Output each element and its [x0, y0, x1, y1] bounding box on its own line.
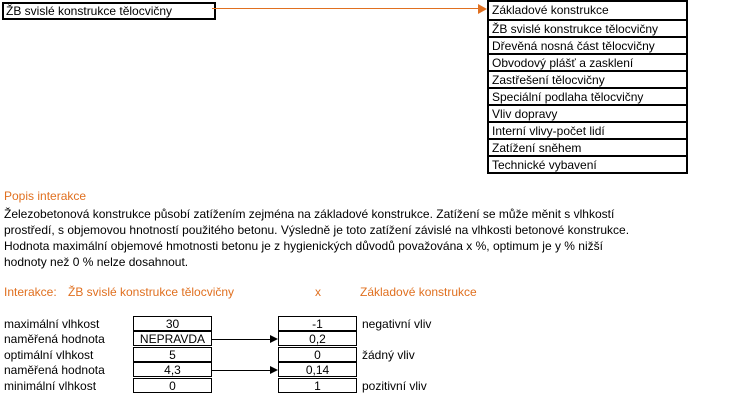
- list-item[interactable]: Speciální podlaha tělocvičny: [489, 87, 686, 104]
- connector-arrow-icon: [270, 335, 278, 343]
- description-line: prostředí, s objemovou hnotností použité…: [4, 223, 630, 237]
- list-item[interactable]: Zastřešení tělocvičny: [489, 70, 686, 87]
- list-item[interactable]: ŽB svislé konstrukce tělocvičny: [489, 19, 686, 36]
- list-item[interactable]: Dřevěná nosná část tělocvičny: [489, 36, 686, 53]
- input-cell[interactable]: NEPRAVDA: [133, 331, 212, 346]
- row-label: naměřená hodnota: [4, 332, 105, 346]
- interaction-from: ŽB svislé konstrukce tělocvičny: [68, 285, 235, 299]
- description-heading: Popis interakce: [4, 189, 87, 203]
- input-cell[interactable]: 30: [133, 316, 212, 331]
- description-text: Železobetonová konstrukce působí zatížen…: [4, 206, 694, 270]
- row-label: maximální vlhkost: [4, 317, 100, 331]
- list-item[interactable]: Vliv dopravy: [489, 104, 686, 121]
- output-cell[interactable]: 0,2: [278, 331, 357, 346]
- output-cell[interactable]: -1: [278, 316, 357, 331]
- input-cell[interactable]: 4,3: [133, 362, 212, 377]
- list-item[interactable]: Technické vybavení: [489, 155, 686, 172]
- list-item[interactable]: Základové konstrukce: [492, 3, 609, 17]
- effect-note: pozitivní vliv: [362, 379, 427, 393]
- connector-arrow-icon: [270, 366, 278, 374]
- row-label: optimální vlhkost: [4, 348, 94, 362]
- relation-arrow-head-icon: [478, 4, 487, 14]
- list-item[interactable]: Interní vlivy-počet lidí: [489, 121, 686, 138]
- interaction-to: Základové konstrukce: [360, 285, 477, 299]
- output-cell[interactable]: 1: [278, 378, 357, 393]
- row-label: minimální vlhkost: [4, 379, 97, 393]
- target-element-list: Základové konstrukce ŽB svislé konstrukc…: [487, 0, 688, 174]
- list-item[interactable]: Obvodový plášť a zasklení: [489, 53, 686, 70]
- description-line: Hodnota maximální objemové hmotnosti bet…: [4, 239, 603, 253]
- list-item[interactable]: Zatížení sněhem: [489, 138, 686, 155]
- row-label: naměřená hodnota: [4, 363, 105, 377]
- connector-line: [212, 339, 274, 340]
- output-cell[interactable]: 0: [278, 347, 357, 362]
- connector-line: [212, 370, 274, 371]
- source-element[interactable]: ŽB svislé konstrukce tělocvičny: [2, 2, 216, 20]
- interaction-x: x: [315, 285, 321, 299]
- input-cell[interactable]: 5: [133, 347, 212, 362]
- description-line: Železobetonová konstrukce působí zatížen…: [4, 207, 615, 221]
- interaction-label: Interakce:: [4, 285, 57, 299]
- input-cell[interactable]: 0: [133, 378, 212, 393]
- output-cell[interactable]: 0,14: [278, 362, 357, 377]
- relation-arrow-line: [212, 8, 480, 9]
- description-line: hodnoty než 0 % nelze dosahnout.: [4, 255, 189, 269]
- effect-note: negativní vliv: [362, 317, 432, 331]
- effect-note: žádný vliv: [362, 348, 415, 362]
